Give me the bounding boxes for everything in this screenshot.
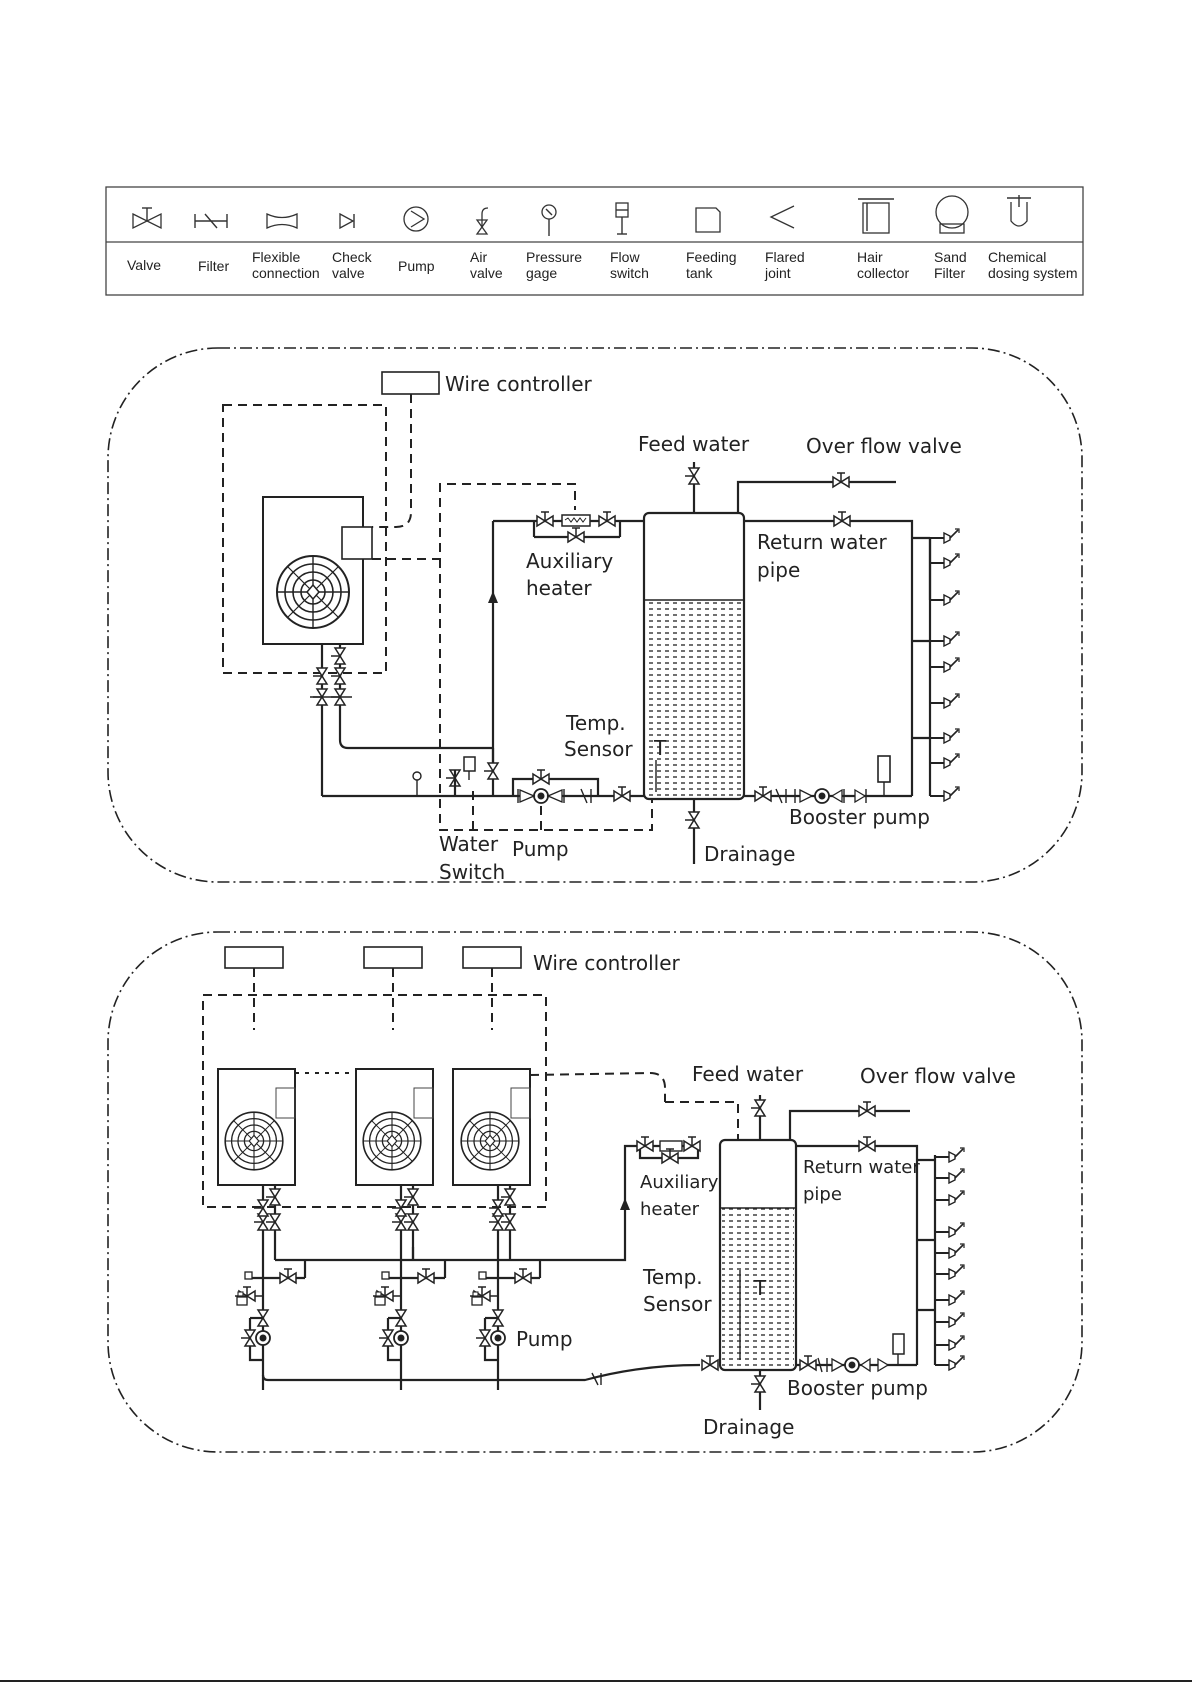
flow-arrow-icon-2 (620, 1198, 630, 1210)
temp-sensor-label-2b: Sensor (643, 1292, 712, 1316)
heat-pump-group-enclosure (202, 994, 547, 1208)
tank-t-mark-2: T (753, 1276, 767, 1300)
valve-icon (132, 207, 162, 230)
wire-controller-box-2 (363, 946, 423, 969)
legend-label-valve: Valve (127, 257, 161, 273)
diagram-2: Wire controller (107, 931, 1083, 1453)
return-water-label-1: Return water (757, 530, 887, 554)
diagram-1-boundary (107, 347, 1083, 883)
return-nozzle-manifold-2 (917, 1147, 965, 1371)
drainage-label-2: Drainage (703, 1415, 794, 1439)
legend-table (105, 186, 1084, 296)
fan-icon-2 (362, 1111, 422, 1171)
legend-label-filter: Filter (198, 258, 229, 274)
fan-icon (276, 555, 350, 629)
heat-pump-unit-1 (217, 1068, 296, 1186)
flexible-connection-icon (266, 212, 298, 230)
booster-pump-label-2: Booster pump (787, 1376, 928, 1400)
unit-pump-branches (235, 1260, 542, 1362)
hair-collector-icon (858, 198, 894, 234)
auxiliary-heater-label-2: heater (526, 576, 592, 600)
control-box (341, 526, 373, 560)
heat-pump-enclosure (222, 404, 387, 674)
pump-label: Pump (512, 837, 569, 861)
pump-icon (403, 206, 429, 232)
wire-controller-label-2: Wire controller (533, 951, 681, 975)
wire-controller-label: Wire controller (445, 372, 593, 396)
wire-controller-box-3 (462, 946, 522, 969)
chemical-dosing-icon (1007, 195, 1031, 227)
circulation-pump-assembly (412, 748, 631, 804)
feeding-tank-icon (695, 207, 721, 233)
auxiliary-heater (532, 511, 622, 543)
fan-icon-3 (460, 1111, 520, 1171)
tank-t-mark: T (653, 736, 667, 760)
feed-water-label-2: Feed water (692, 1062, 804, 1086)
pump-label-2: Pump (516, 1327, 573, 1351)
return-water-label-2a: Return water (803, 1157, 920, 1178)
auxiliary-heater-label-2b: heater (640, 1199, 700, 1220)
air-valve-icon (475, 207, 489, 235)
auxiliary-heater-label-1: Auxiliary (526, 549, 613, 573)
flow-arrow-icon (488, 591, 498, 603)
return-nozzle-manifold (912, 528, 960, 802)
fan-icon-1 (224, 1111, 284, 1171)
drainage-label: Drainage (704, 842, 795, 866)
auxiliary-heater-label-2a: Auxiliary (640, 1172, 719, 1193)
booster-pump-assembly-2 (796, 1333, 917, 1373)
feed-water-label: Feed water (638, 432, 750, 456)
water-switch-label-2: Switch (439, 860, 505, 884)
filter-icon (194, 213, 228, 229)
return-water-label-2: pipe (757, 558, 800, 582)
booster-pump-assembly (744, 755, 912, 804)
flow-switch-icon (615, 202, 629, 235)
booster-pump-label: Booster pump (789, 805, 930, 829)
temp-sensor-label-1: Temp. (565, 711, 626, 735)
wire-controller-box (381, 371, 440, 395)
diagram-1: Wire controller (107, 347, 1083, 884)
diagram-2-boundary (107, 931, 1083, 1453)
temp-sensor-label-2: Sensor (564, 737, 633, 761)
overflow-valve-label: Over flow valve (806, 434, 962, 458)
sand-filter-icon (935, 195, 969, 234)
auxiliary-heater-2 (636, 1136, 701, 1164)
legend-label-pump: Pump (398, 258, 435, 274)
check-valve-icon (339, 212, 355, 230)
pressure-gage-icon (541, 204, 557, 236)
wire-controller-box-1 (224, 946, 284, 969)
temp-sensor-label-2a: Temp. (642, 1265, 703, 1289)
overflow-valve-label-2: Over flow valve (860, 1064, 1016, 1088)
water-switch-label-1: Water (439, 832, 499, 856)
flared-joint-icon (769, 205, 795, 229)
feeding-tank-2 (718, 1138, 798, 1372)
return-water-label-2b: pipe (803, 1184, 842, 1205)
